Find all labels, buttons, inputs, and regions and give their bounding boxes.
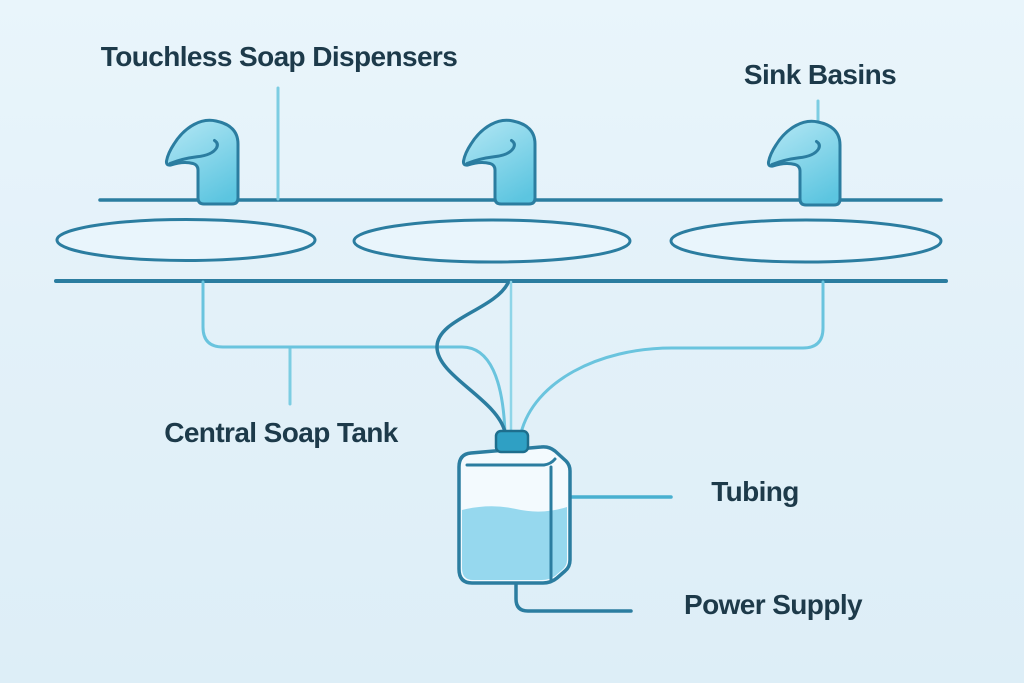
tank-cap (494, 429, 530, 454)
power-cord-line (514, 581, 633, 613)
sink-basin-shape (352, 218, 632, 264)
tube-flex-hose (435, 281, 510, 434)
tube-left (201, 280, 507, 435)
sink-basin-shape (669, 218, 943, 264)
soap-dispenser-icon (461, 118, 537, 206)
tank-label: Central Soap Tank (164, 417, 398, 448)
soap-dispenser-icon (164, 118, 240, 206)
tube-right (519, 280, 825, 435)
basins-label: Sink Basins (743, 59, 897, 90)
power-supply-label: Power Supply (684, 589, 863, 620)
tank-liquid (462, 506, 567, 580)
dispensers-label: Touchless Soap Dispensers (100, 41, 458, 72)
sink-basin-shape (55, 218, 317, 262)
soap-tank-shape (457, 429, 572, 585)
soap-dispenser-icon (766, 119, 842, 207)
tubing-label: Tubing (711, 476, 799, 507)
